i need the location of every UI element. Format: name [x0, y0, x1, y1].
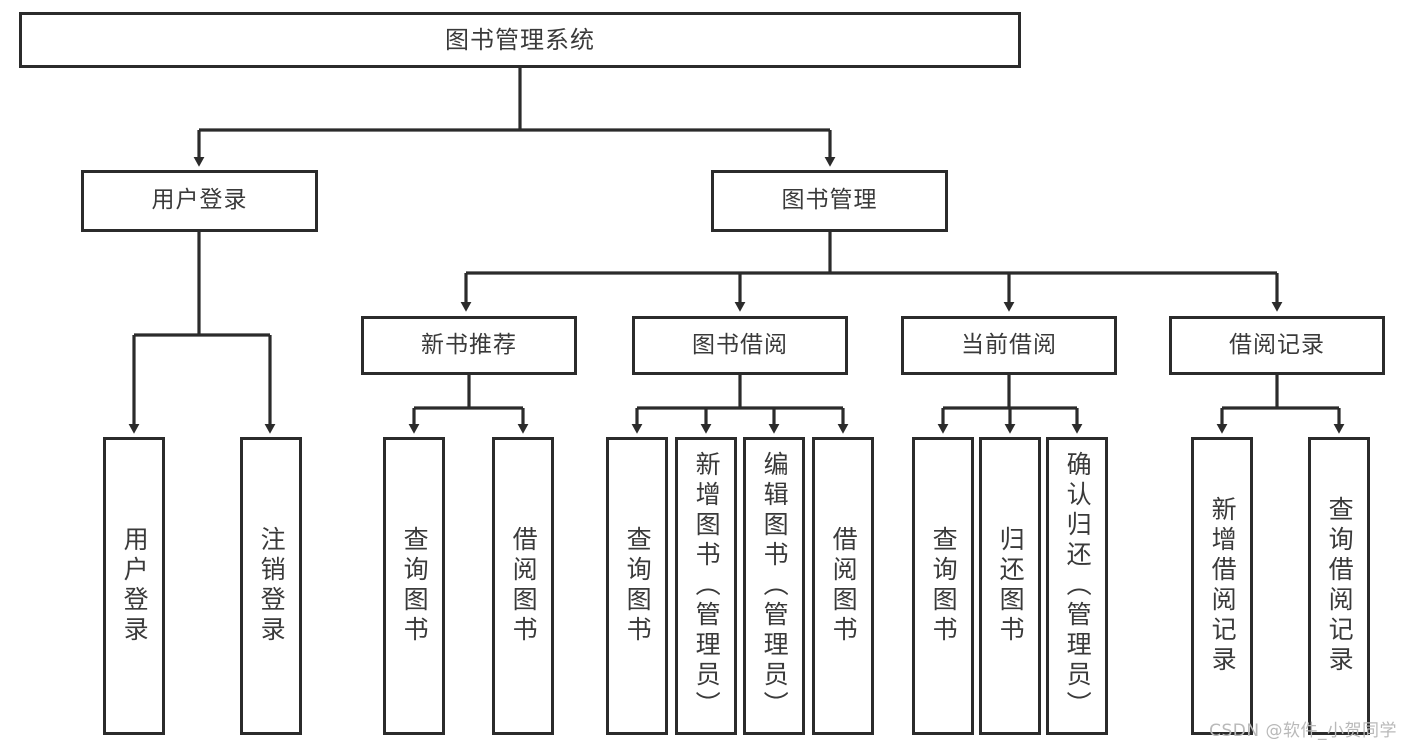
node-user-login[interactable]: 用户登录 [81, 170, 318, 232]
leaf-label: 借阅图书 [829, 526, 859, 646]
node-label: 图书管理 [781, 187, 878, 214]
leaf-borrow-borrow-book[interactable]: 借阅图书 [812, 437, 874, 735]
leaf-borrow-edit-book-admin[interactable]: 编辑图书（管理员） [743, 437, 805, 735]
leaf-recommend-borrow-book[interactable]: 借阅图书 [492, 437, 554, 735]
leaf-label: 用户登录 [120, 526, 150, 646]
node-label: 借阅记录 [1229, 331, 1325, 358]
leaf-label: 新增图书（管理员） [692, 451, 722, 721]
leaf-current-return-book[interactable]: 归还图书 [979, 437, 1041, 735]
leaf-user-login-login[interactable]: 用户登录 [103, 437, 165, 735]
leaf-label: 借阅图书 [509, 526, 539, 646]
node-label: 新书推荐 [421, 331, 517, 358]
node-current-borrow[interactable]: 当前借阅 [901, 316, 1117, 375]
leaf-label: 查询图书 [623, 526, 653, 646]
leaf-current-query-book[interactable]: 查询图书 [912, 437, 974, 735]
csdn-watermark: CSDN @软件_小贺同学 [1209, 721, 1397, 741]
leaf-label: 归还图书 [996, 526, 1026, 646]
leaf-borrow-add-book-admin[interactable]: 新增图书（管理员） [675, 437, 737, 735]
node-borrow-record[interactable]: 借阅记录 [1169, 316, 1385, 375]
leaf-record-query-record[interactable]: 查询借阅记录 [1308, 437, 1370, 735]
leaf-label: 新增借阅记录 [1208, 496, 1238, 676]
node-root-system[interactable]: 图书管理系统 [19, 12, 1021, 68]
leaf-recommend-query-book[interactable]: 查询图书 [383, 437, 445, 735]
node-label: 图书借阅 [692, 331, 788, 358]
leaf-record-add-record[interactable]: 新增借阅记录 [1191, 437, 1253, 735]
node-label: 用户登录 [151, 187, 248, 214]
leaf-label: 查询图书 [929, 526, 959, 646]
leaf-label: 编辑图书（管理员） [760, 451, 790, 721]
leaf-label: 确认归还（管理员） [1063, 451, 1093, 721]
node-new-book-recommend[interactable]: 新书推荐 [361, 316, 577, 375]
node-label: 图书管理系统 [445, 25, 595, 54]
leaf-label: 查询图书 [400, 526, 430, 646]
leaf-current-confirm-return-admin[interactable]: 确认归还（管理员） [1046, 437, 1108, 735]
leaf-user-login-logout[interactable]: 注销登录 [240, 437, 302, 735]
node-label: 当前借阅 [961, 331, 1057, 358]
leaf-label: 注销登录 [257, 526, 287, 646]
leaf-borrow-query-book[interactable]: 查询图书 [606, 437, 668, 735]
node-book-management[interactable]: 图书管理 [711, 170, 948, 232]
node-book-borrow[interactable]: 图书借阅 [632, 316, 848, 375]
leaf-label: 查询借阅记录 [1325, 496, 1355, 676]
